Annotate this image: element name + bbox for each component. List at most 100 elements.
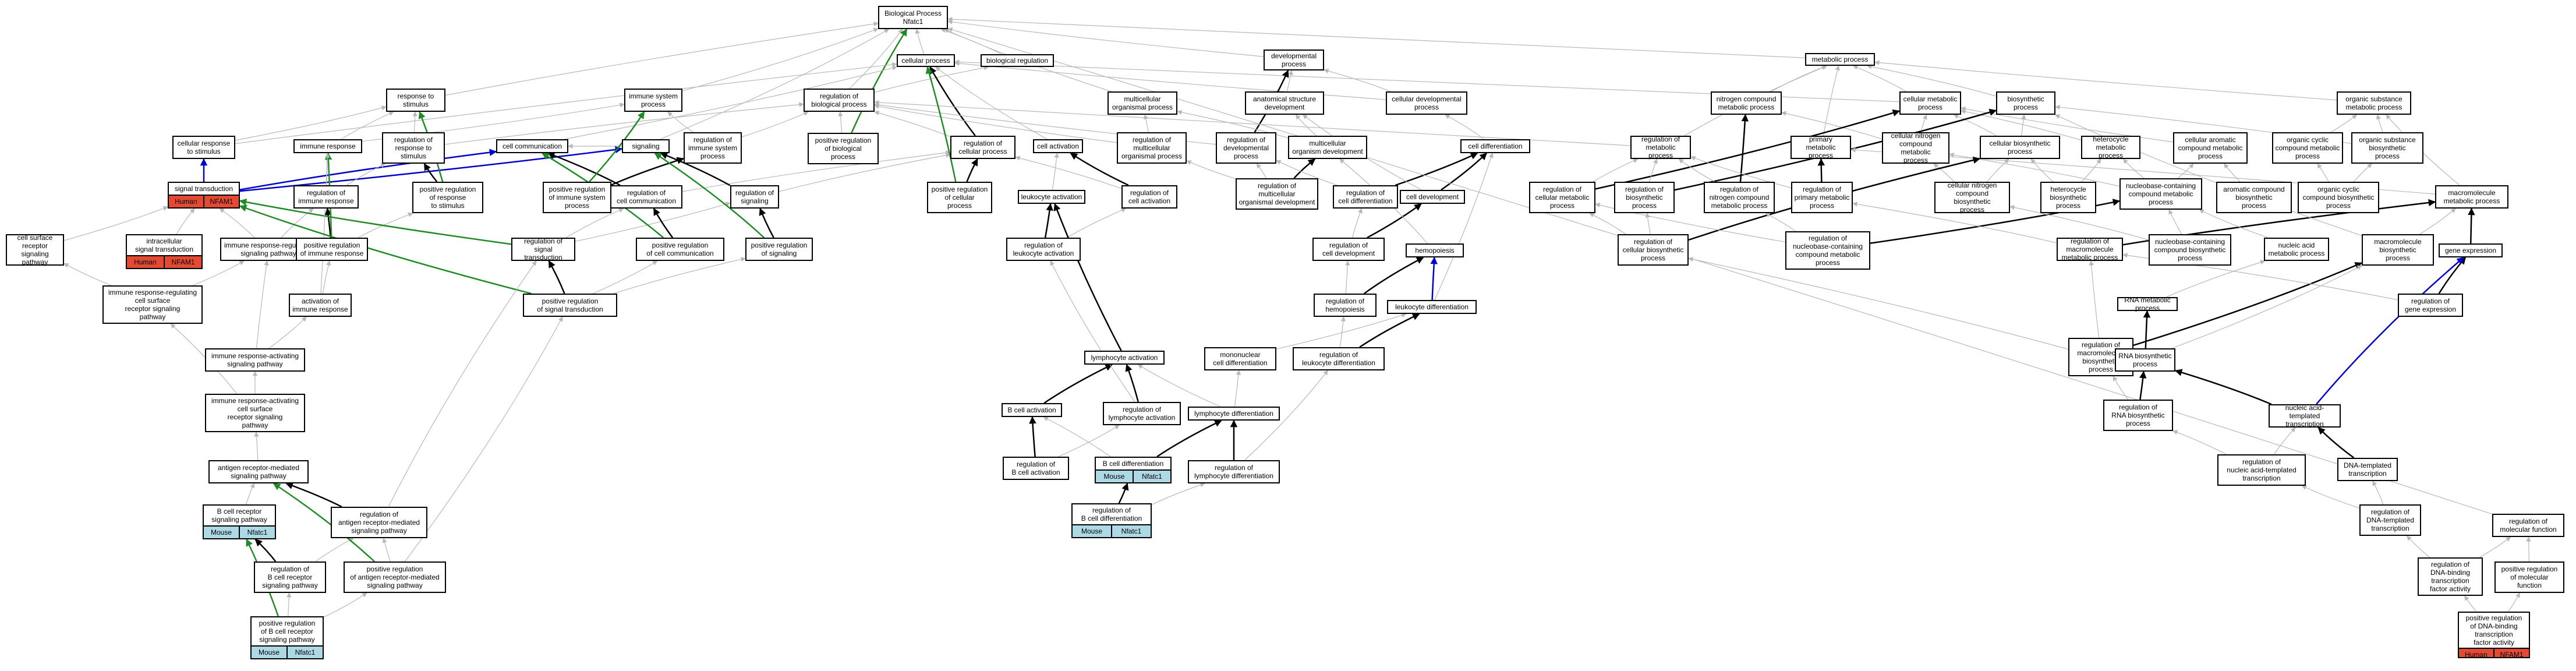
go-term-regncmp[interactable]: regulation of nitrogen compound metaboli… [1704, 182, 1775, 213]
go-term-reglymphdiff[interactable]: regulation of lymphocyte differentiation [1188, 460, 1280, 483]
go-term-devp[interactable]: developmental process [1264, 50, 1324, 70]
go-term-signaling[interactable]: signaling [622, 139, 670, 153]
go-term-regnbcmp[interactable]: regulation of nucleobase-containing comp… [1785, 231, 1870, 270]
go-term-regbcrsp[interactable]: regulation of B cell receptor signaling … [254, 561, 326, 593]
go-term-arsp[interactable]: antigen receptor-mediated signaling path… [208, 460, 309, 483]
go-term-regnatt[interactable]: regulation of nucleic acid-templated tra… [2217, 454, 2306, 486]
go-term-regisp[interactable]: regulation of immune system process [684, 132, 742, 164]
go-term-reglymphact[interactable]: regulation of lymphocyte activation [1103, 402, 1181, 425]
go-term-regmetp[interactable]: regulation of metabolic process [1630, 135, 1691, 160]
go-term-ocmp[interactable]: organic cyclic compound metabolic proces… [2272, 132, 2343, 164]
go-term-leukdiff[interactable]: leukocyte differentiation [1387, 300, 1477, 314]
go-term-celldiff[interactable]: cell differentiation [1460, 139, 1530, 153]
go-term-namp[interactable]: nucleic acid metabolic process [2264, 238, 2329, 261]
go-term-camp[interactable]: cellular aromatic compound metabolic pro… [2173, 132, 2248, 164]
go-term-macmp[interactable]: macromolecule metabolic process [2435, 185, 2508, 209]
go-term-biosyn[interactable]: biosynthetic process [1996, 91, 2055, 115]
go-term-regcelldiff[interactable]: regulation of cell differentiation [1333, 185, 1398, 209]
go-term-regleukdiff[interactable]: regulation of leukocyte differentiation [1293, 347, 1385, 370]
go-term-nbcbp[interactable]: nucleobase-containing compound biosynthe… [2149, 234, 2231, 266]
go-term-hbp[interactable]: heterocycle biosynthetic process [2040, 182, 2096, 213]
go-term-posregcp[interactable]: positive regulation of cellular process [927, 182, 992, 213]
go-term-leukact[interactable]: leukocyte activation [1018, 190, 1085, 204]
go-term-posregst[interactable]: positive regulation of signal transducti… [523, 294, 617, 317]
go-term-isp[interactable]: immune system process [624, 89, 682, 112]
go-term-moddev[interactable]: multicellular organism development [1288, 136, 1367, 159]
go-term-rnamp[interactable]: RNA metabolic process [2117, 296, 2178, 312]
go-term-cellcomm[interactable]: cell communication [496, 139, 568, 153]
go-term-iasp[interactable]: immune response-activating signaling pat… [205, 348, 305, 372]
go-term-regmop[interactable]: regulation of multicellular organismal p… [1117, 132, 1187, 164]
go-term-reggeneexp[interactable]: regulation of gene expression [2398, 294, 2463, 317]
go-term-regmf[interactable]: regulation of molecular function [2492, 514, 2564, 537]
go-term-regsig[interactable]: regulation of signaling [730, 185, 779, 209]
go-term-ncmp[interactable]: nitrogen compound metabolic process [1711, 91, 1782, 115]
go-term-cncbp[interactable]: cellular nitrogen compound biosynthetic … [1934, 181, 2010, 214]
go-term-bcellact[interactable]: B cell activation [1002, 403, 1062, 417]
go-term-cncmp[interactable]: cellular nitrogen compound metabolic pro… [1882, 132, 1949, 164]
go-term-osmp[interactable]: organic substance metabolic process [2337, 91, 2411, 115]
go-term-regbcellact[interactable]: regulation of B cell activation [1003, 457, 1069, 480]
go-term-osbp[interactable]: organic substance biosynthetic process [2351, 132, 2423, 164]
go-term-regdtt[interactable]: regulation of DNA-templated transcriptio… [2359, 504, 2421, 536]
go-term-celldev[interactable]: cellular developmental process [1386, 91, 1467, 115]
go-term-crstim[interactable]: cellular response to stimulus [172, 136, 235, 159]
go-term-iacs[interactable]: immune response-activating cell surface … [205, 394, 305, 432]
go-term-dtt[interactable]: DNA-templated transcription [2337, 458, 2398, 481]
go-term-cbp[interactable]: cellular biosynthetic process [1980, 136, 2060, 159]
go-term-posregbp[interactable]: positive regulation of biological proces… [808, 133, 879, 164]
go-term-posregrstim[interactable]: positive regulation of response to stimu… [412, 182, 483, 213]
go-term-rnabp[interactable]: RNA biosynthetic process [2115, 348, 2175, 372]
go-term-irrcs[interactable]: immune response-regulating cell surface … [102, 285, 203, 324]
go-term-regdevp[interactable]: regulation of developmental process [1216, 132, 1276, 164]
go-term-posregarsp[interactable]: positive regulation of antigen receptor-… [344, 561, 446, 593]
go-term-regpmp[interactable]: regulation of primary metabolic process [1791, 182, 1853, 213]
go-term-acbp[interactable]: aromatic compound biosynthetic process [2216, 182, 2292, 213]
go-term-regcmp[interactable]: regulation of cellular metabolic process [1529, 182, 1595, 213]
go-term-cp[interactable]: cellular process [897, 54, 955, 67]
go-term-regbiosyn[interactable]: regulation of biosynthetic process [1614, 182, 1675, 213]
go-term-regrstim[interactable]: regulation of response to stimulus [382, 132, 445, 164]
go-term-cmp[interactable]: cellular metabolic process [1899, 91, 1961, 115]
go-term-regarsp[interactable]: regulation of antigen receptor-mediated … [331, 507, 427, 538]
go-term-multdev[interactable]: multicellular organismal process [1107, 91, 1177, 115]
go-term-regcellact[interactable]: regulation of cell activation [1121, 185, 1177, 209]
go-term-hmp[interactable]: heterocycle metabolic process [2081, 135, 2140, 160]
go-term-mncd[interactable]: mononuclear cell differentiation [1204, 347, 1276, 370]
go-term-regmacmp[interactable]: regulation of macromolecule metabolic pr… [2057, 237, 2123, 262]
go-term-regbp[interactable]: regulation of biological process [804, 89, 875, 112]
go-term-posregisp[interactable]: positive regulation of immune system pro… [543, 182, 611, 213]
go-term-regst[interactable]: regulation of signal transduction [511, 237, 575, 262]
go-term-nbcmp[interactable]: nucleobase-containing compound metabolic… [2119, 178, 2202, 210]
go-term-reghemo[interactable]: regulation of hemopoiesis [1314, 294, 1377, 317]
go-term-regcbp[interactable]: regulation of cellular biosynthetic proc… [1618, 234, 1689, 266]
go-term-macbp[interactable]: macromolecule biosynthetic process [2362, 234, 2434, 266]
go-term-posregsig[interactable]: positive regulation of signaling [745, 238, 813, 261]
go-term-rstim[interactable]: response to stimulus [386, 89, 445, 112]
go-term-anat[interactable]: anatomical structure development [1245, 91, 1324, 115]
go-term-regimmresp[interactable]: regulation of immune response [293, 185, 359, 209]
go-term-posregmf[interactable]: positive regulation of molecular functio… [2494, 561, 2564, 593]
go-term-posregbcrsp[interactable]: positive regulation of B cell receptor s… [250, 616, 324, 659]
go-term-regcellcomm[interactable]: regulation of cell communication [610, 185, 682, 209]
go-term-bp[interactable]: Biological Process Nfatc1 [878, 6, 948, 29]
go-term-regmod[interactable]: regulation of multicellular organismal d… [1236, 178, 1318, 210]
go-term-natt[interactable]: nucleic acid-templated transcription [2269, 404, 2341, 428]
go-term-cellact[interactable]: cell activation [1033, 139, 1083, 153]
go-term-actimm[interactable]: activation of immune response [289, 294, 352, 317]
go-term-posregdbtfa[interactable]: positive regulation of DNA-binding trans… [2458, 612, 2530, 658]
go-term-regleukact[interactable]: regulation of leukocyte activation [1006, 238, 1081, 261]
go-term-pmp[interactable]: primary metabolic process [1791, 135, 1851, 160]
go-term-metp[interactable]: metabolic process [1805, 53, 1875, 66]
go-term-regrnabp[interactable]: regulation of RNA biosynthetic process [2103, 400, 2173, 431]
go-term-immresp[interactable]: immune response [293, 139, 362, 153]
go-term-regmacbp[interactable]: regulation of macromolecule biosynthetic… [2068, 338, 2133, 376]
go-term-geneexp[interactable]: gene expression [2439, 243, 2503, 257]
go-term-csrsp[interactable]: cell surface receptor signaling pathway [6, 234, 64, 266]
go-term-breg[interactable]: biological regulation [981, 54, 1054, 67]
